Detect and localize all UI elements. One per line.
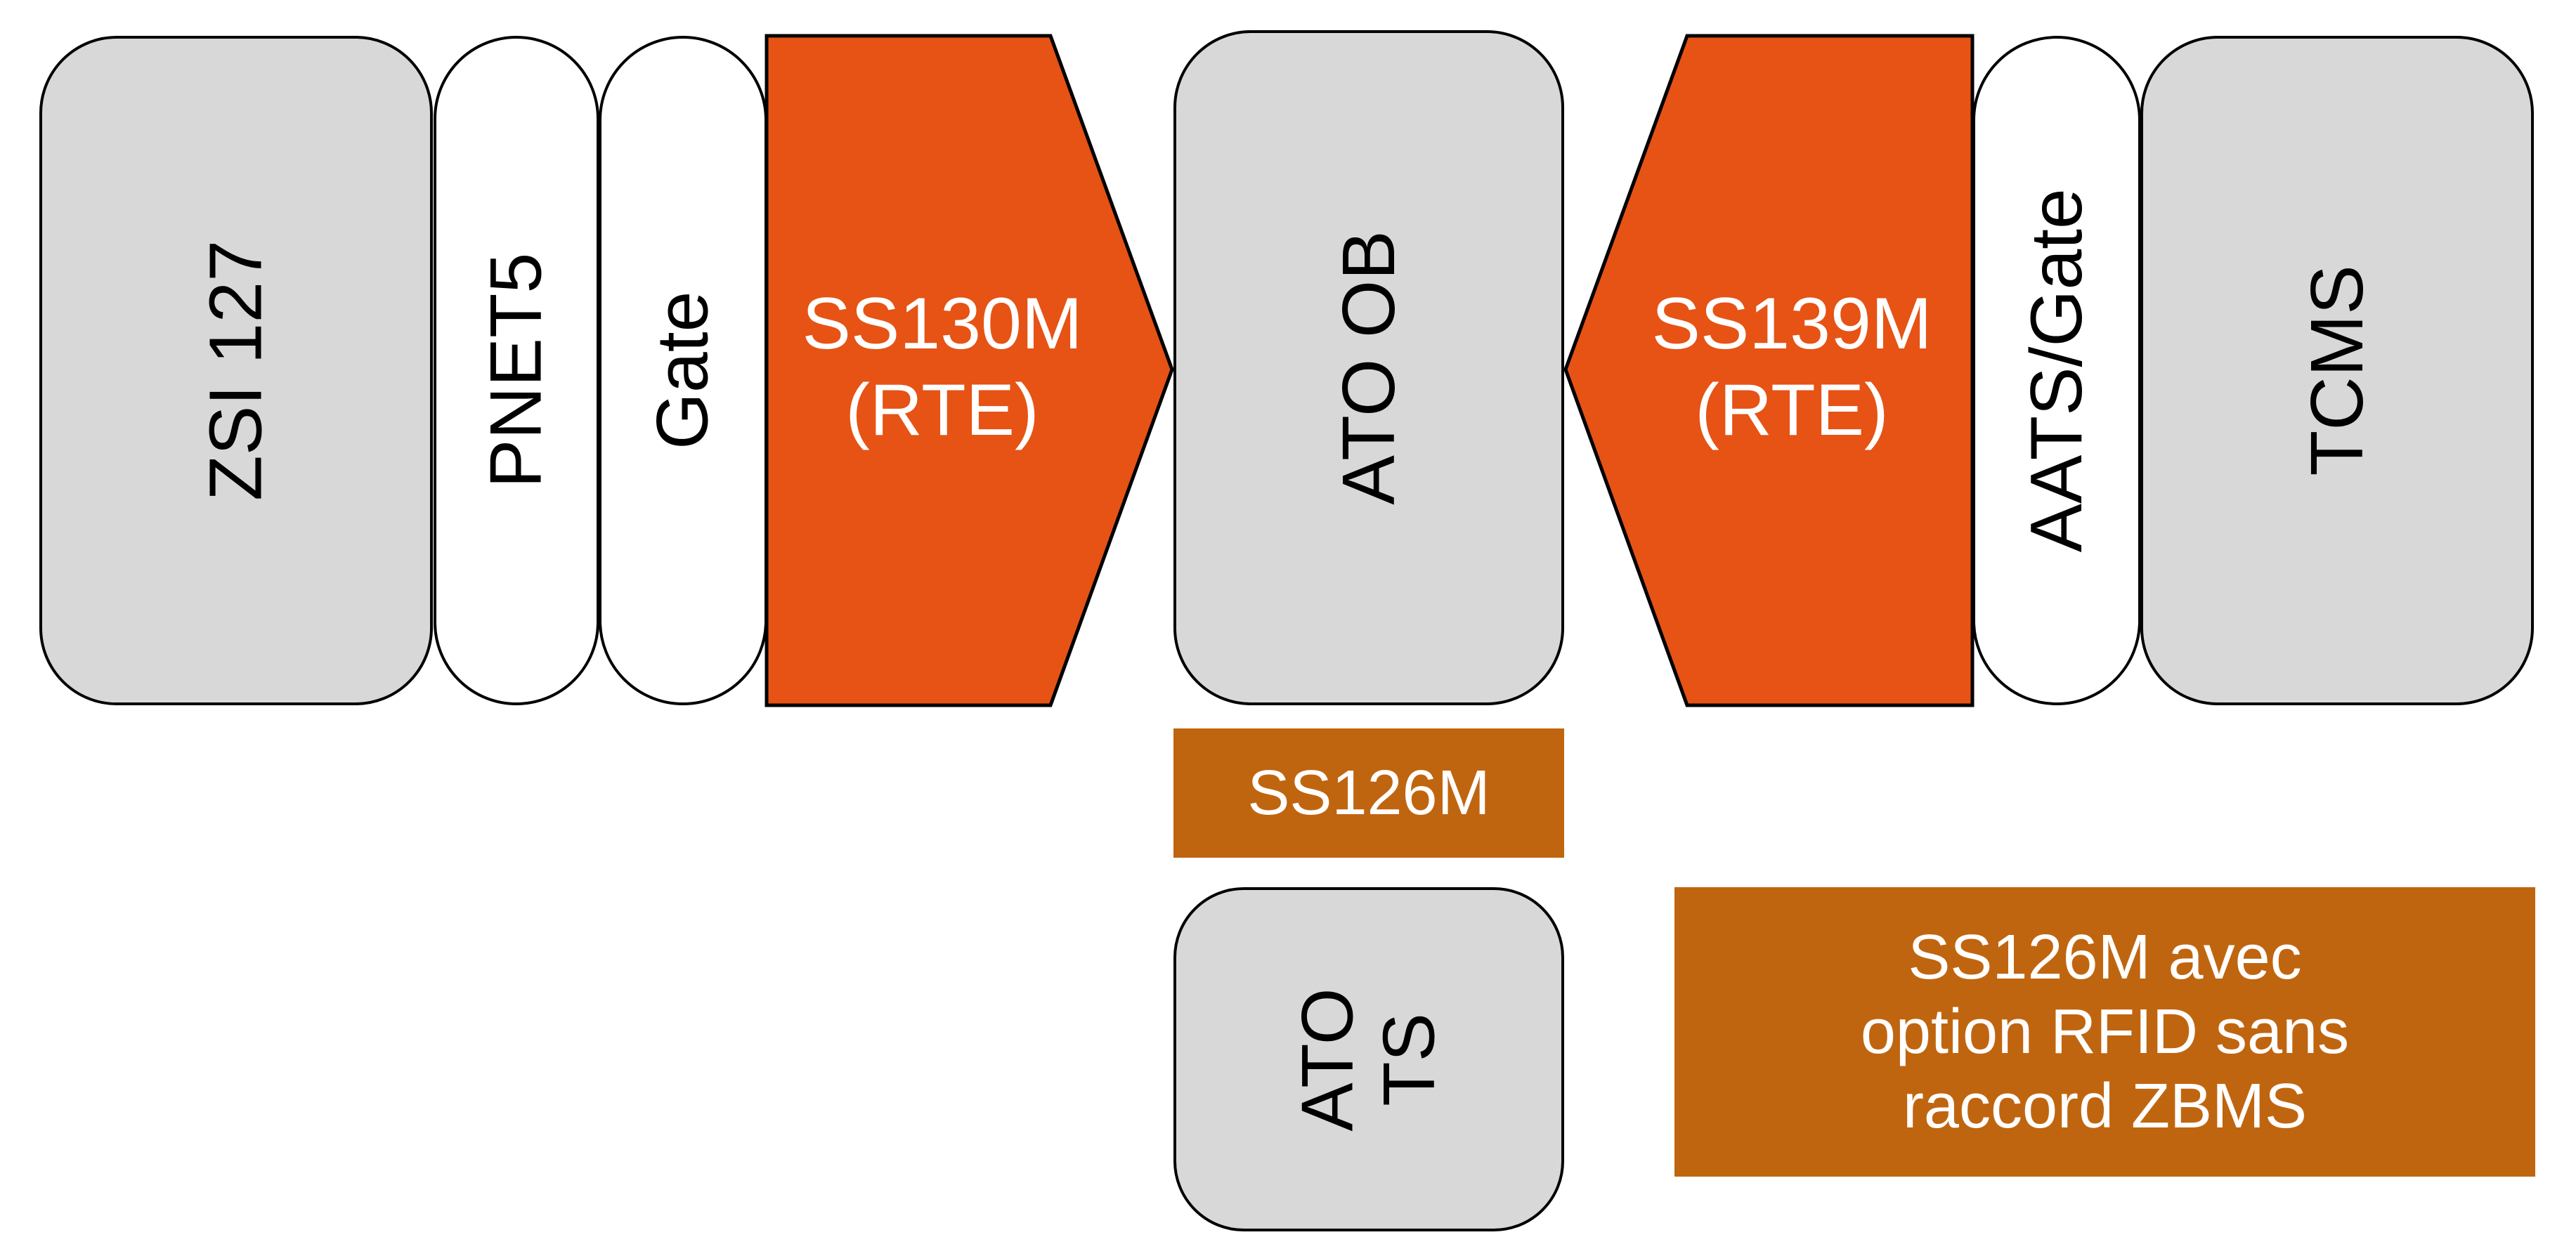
tcms-label: TCMS — [2295, 265, 2379, 476]
ss130m-label-line1: SS130M — [802, 283, 1083, 365]
ato-ts-label: ATO TS — [1287, 988, 1451, 1131]
ss139m-label: SS139M (RTE) — [1616, 281, 1967, 453]
note-line1: SS126M avec — [1908, 922, 2302, 993]
pnet5-block: PNET5 — [434, 36, 599, 705]
ss139m-arrow — [1563, 34, 1975, 707]
zsi-127-label: ZSI 127 — [194, 240, 278, 502]
note-line2: option RFID sans — [1860, 996, 2350, 1067]
pnet5-label: PNET5 — [475, 252, 557, 489]
ss126m-box: SS126M — [1173, 728, 1564, 858]
aats-gate-label: AATS/Gate — [2015, 188, 2097, 553]
ss130m-label: SS130M (RTE) — [767, 281, 1118, 453]
ss130m-label-line2: (RTE) — [845, 369, 1039, 451]
ss139m-label-line1: SS139M — [1651, 283, 1932, 365]
ato-ts-label-line1: ATO — [1287, 987, 1369, 1132]
zsi-127-block: ZSI 127 — [39, 36, 433, 705]
ato-ob-block: ATO OB — [1173, 30, 1564, 705]
gate-block: Gate — [599, 36, 767, 705]
note-line3: raccord ZBMS — [1902, 1071, 2308, 1142]
ss139m-label-line2: (RTE) — [1695, 369, 1889, 451]
tcms-block: TCMS — [2140, 36, 2534, 705]
ato-ob-label: ATO OB — [1327, 230, 1410, 505]
ss126m-rfid-note-box: SS126M avec option RFID sans raccord ZBM… — [1674, 887, 2535, 1177]
ato-ts-label-line2: TS — [1368, 1012, 1450, 1106]
gate-label: Gate — [642, 291, 724, 450]
aats-gate-block: AATS/Gate — [1972, 36, 2141, 705]
ato-ts-block: ATO TS — [1173, 887, 1564, 1231]
ss126m-box-label: SS126M — [1247, 757, 1490, 828]
